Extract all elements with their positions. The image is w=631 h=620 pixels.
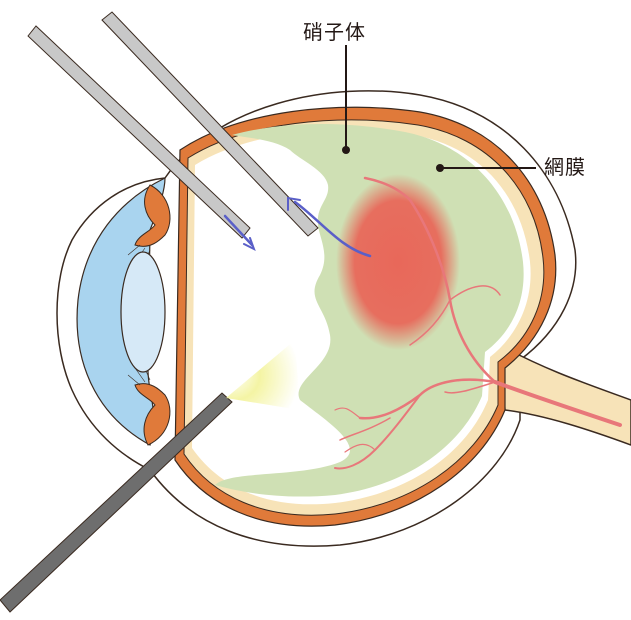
- optic-nerve: [500, 345, 631, 445]
- lens: [121, 252, 165, 372]
- hemorrhage: [336, 174, 460, 350]
- label-vitreous: 硝子体: [303, 16, 366, 45]
- label-retina: 網膜: [544, 151, 586, 180]
